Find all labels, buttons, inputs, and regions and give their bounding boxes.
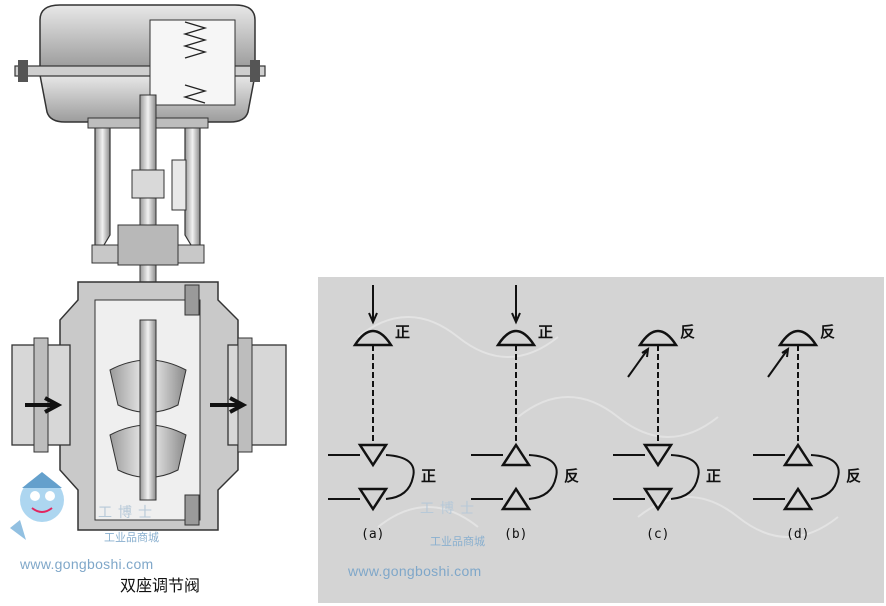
bypass-loop-3: [810, 454, 840, 500]
body-action-label-0: 正: [421, 467, 437, 485]
symbol-sublabel-0: (a): [361, 527, 385, 542]
signal-arrow-0: [368, 285, 378, 325]
body-action-label-2: 正: [706, 467, 722, 485]
actuator-action-symbol-panel: [318, 277, 884, 603]
signal-arrow-1: [511, 285, 521, 325]
actuator-dome-2: [637, 329, 679, 347]
watermark-url-right: www.gongboshi.com: [348, 563, 482, 579]
actuator-action-label-0: 正: [395, 323, 411, 341]
lower-plug-1: [500, 486, 532, 511]
upper-plug-1: [500, 442, 532, 467]
valve-body: [11, 281, 287, 531]
actuator-dome-3: [777, 329, 819, 347]
watermark-cn-left: 工业品商城: [104, 531, 159, 544]
lower-plug-3: [782, 486, 814, 511]
upper-plug-2: [642, 443, 674, 468]
bypass-loop-1: [528, 454, 558, 500]
actuator-housing: [14, 4, 266, 123]
symbol-sublabel-2: (c): [646, 527, 670, 542]
watermark-mascot: [10, 472, 64, 540]
upper-plug-0: [357, 443, 389, 468]
body-action-label-1: 反: [564, 467, 580, 485]
watermark-url-left: www.gongboshi.com: [20, 556, 154, 572]
watermark-brand-left: 工博士: [98, 505, 158, 521]
symbol-sublabel-3: (d): [786, 527, 810, 542]
bypass-loop-0: [385, 454, 415, 500]
body-action-label-3: 反: [846, 467, 862, 485]
actuator-action-label-3: 反: [820, 323, 836, 341]
bypass-loop-2: [670, 454, 700, 500]
upper-plug-3: [782, 442, 814, 467]
signal-arrow-3: [767, 346, 790, 378]
valve-caption: 双座调节阀: [119, 576, 200, 595]
symbol-sublabel-1: (b): [504, 527, 528, 542]
watermark-brand-right: 工博士: [420, 501, 480, 517]
double-seat-valve-illustration: [10, 4, 287, 540]
watermark-cn-right: 工业品商城: [430, 535, 485, 548]
lower-plug-2: [642, 487, 674, 512]
actuator-action-label-2: 反: [680, 323, 696, 341]
lower-plug-0: [357, 487, 389, 512]
actuator-action-label-1: 正: [538, 323, 554, 341]
valve-stem: [117, 94, 187, 321]
actuator-dome-1: [495, 329, 537, 347]
signal-arrow-2: [627, 346, 650, 378]
actuator-dome-0: [352, 329, 394, 347]
